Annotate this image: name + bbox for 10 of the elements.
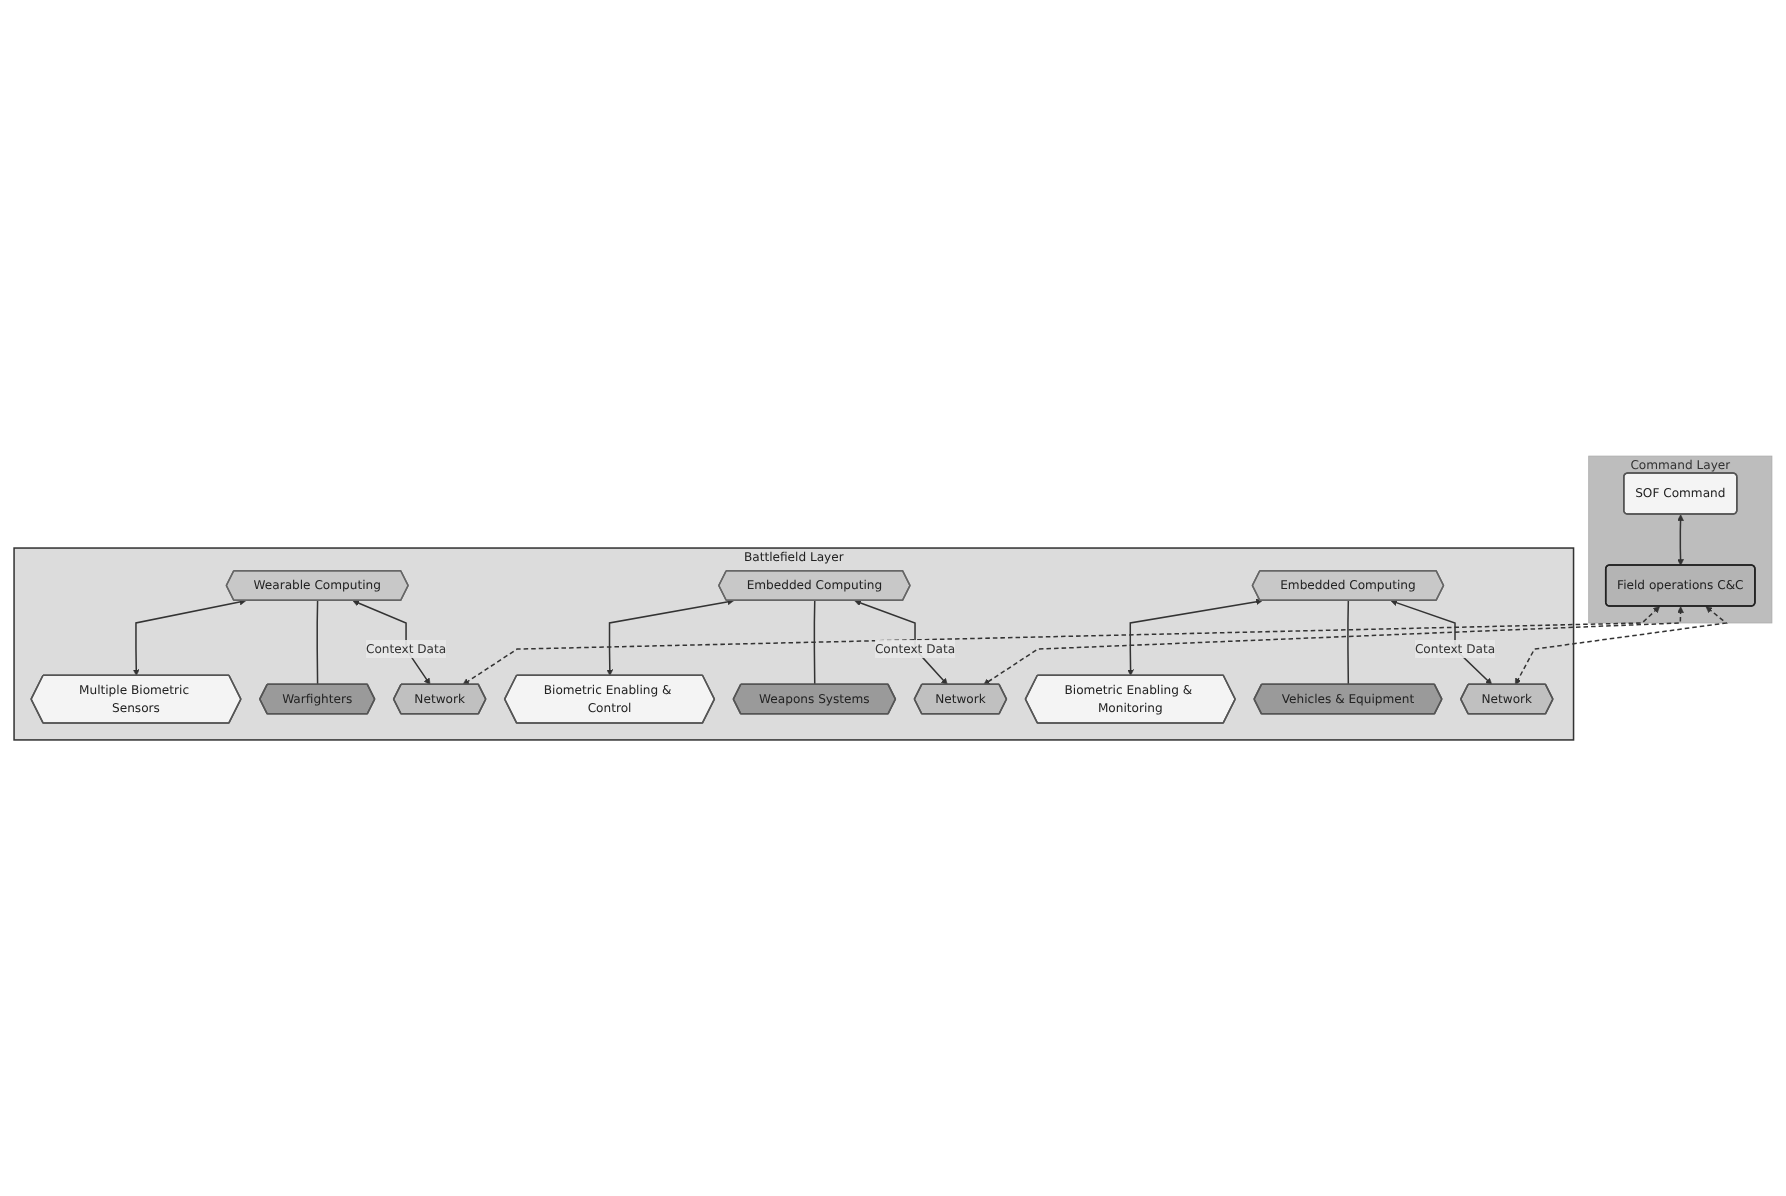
arrow (1677, 514, 1684, 566)
arrow (606, 598, 735, 676)
arrow (983, 606, 1684, 685)
connector (1347, 599, 1350, 686)
arrow (1127, 598, 1263, 676)
connector (316, 599, 319, 686)
arrow (132, 598, 247, 676)
arrow (1515, 606, 1728, 685)
arrow (462, 606, 1660, 685)
connector (813, 599, 816, 686)
